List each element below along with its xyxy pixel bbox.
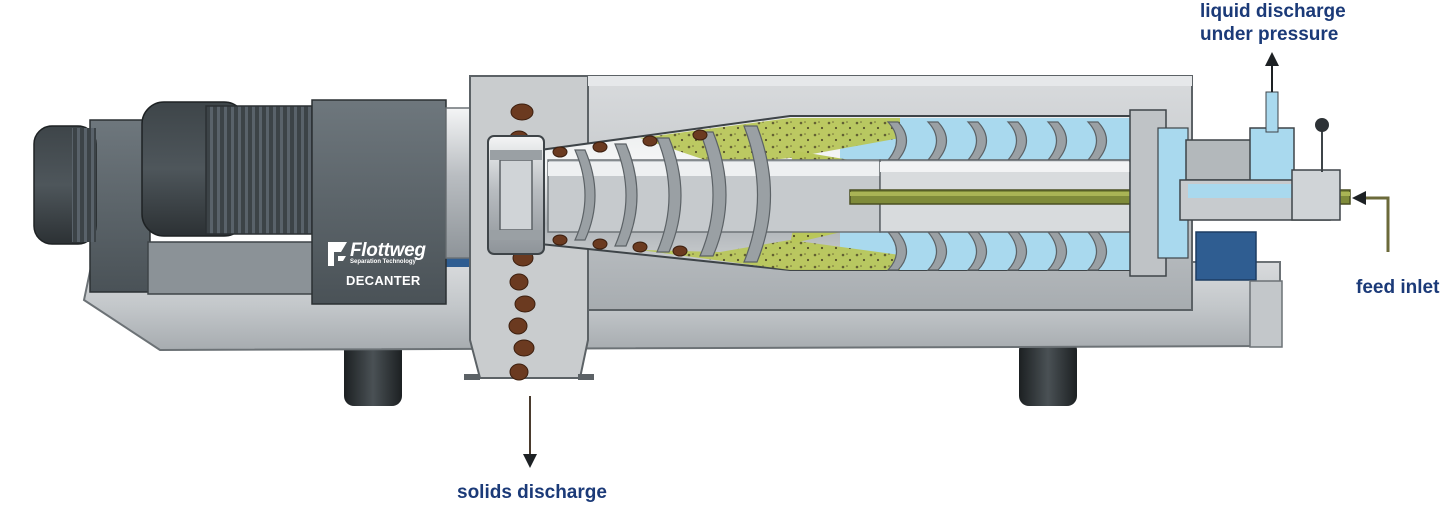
liquid-outlet	[1129, 91, 1341, 277]
brand-tagline: Separation Technology	[350, 259, 416, 265]
brand-name: Flottweg	[350, 240, 426, 261]
drive-motor	[33, 99, 447, 305]
liquid-up-arrow-icon	[1265, 52, 1279, 66]
solids-discharge-label: solids discharge	[457, 482, 607, 503]
scroll-conveyor	[547, 121, 1131, 271]
flow-arrows	[523, 52, 1390, 468]
bowl-hub	[487, 135, 545, 255]
feed-left-arrow-icon	[1352, 191, 1366, 205]
liquid-discharge-label-line1: liquid discharge	[1200, 1, 1346, 22]
solids-down-arrow-icon	[523, 454, 537, 468]
liquid-discharge-label-line2: under pressure	[1200, 24, 1339, 45]
machine-feet	[344, 340, 1077, 406]
flottweg-logo-icon	[328, 242, 347, 266]
product-label: DECANTER	[346, 273, 421, 288]
feed-inlet-label: feed inlet	[1356, 277, 1440, 298]
